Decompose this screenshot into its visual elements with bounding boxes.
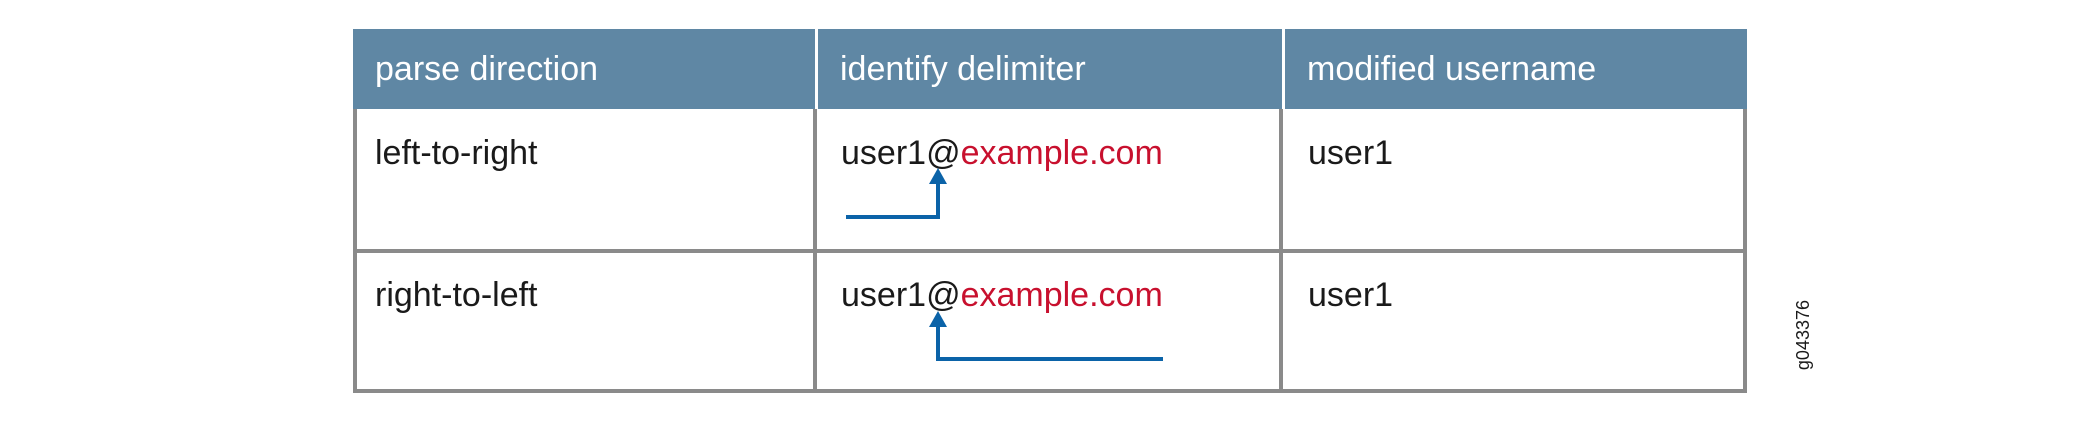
row-divider [353,249,1747,253]
row1-domain-part: example.com [960,134,1163,172]
left-to-right-arrowhead [929,168,947,184]
row2-delimiter: @ [926,276,961,314]
figure-id-label: g043376 [1793,300,1813,371]
row1-modified-username: user1 [1308,134,1394,172]
right-to-left-arrow [936,322,1163,361]
row1-user-part: user1 [841,134,927,172]
right-to-left-arrowhead [929,311,947,327]
row2-delimiter-example: user1@example.com [841,276,1163,315]
row2-domain-part: example.com [960,276,1163,314]
left-to-right-arrow [846,179,940,219]
parse-arrows [846,168,1163,361]
row2-parse-direction: right-to-left [375,276,538,314]
row1-delimiter: @ [926,134,961,172]
row2-modified-username: user1 [1308,276,1394,314]
delimiter-parse-figure: parse direction identify delimiter modif… [353,29,1747,393]
row1-delimiter-example: user1@example.com [841,134,1163,173]
row2-user-part: user1 [841,276,927,314]
header-parse-direction: parse direction [353,29,815,109]
header-identify-delimiter: identify delimiter [818,29,1282,109]
table-header-row: parse direction identify delimiter modif… [353,29,1747,393]
row1-parse-direction: left-to-right [375,134,538,172]
header-modified-username: modified username [1285,29,1747,109]
